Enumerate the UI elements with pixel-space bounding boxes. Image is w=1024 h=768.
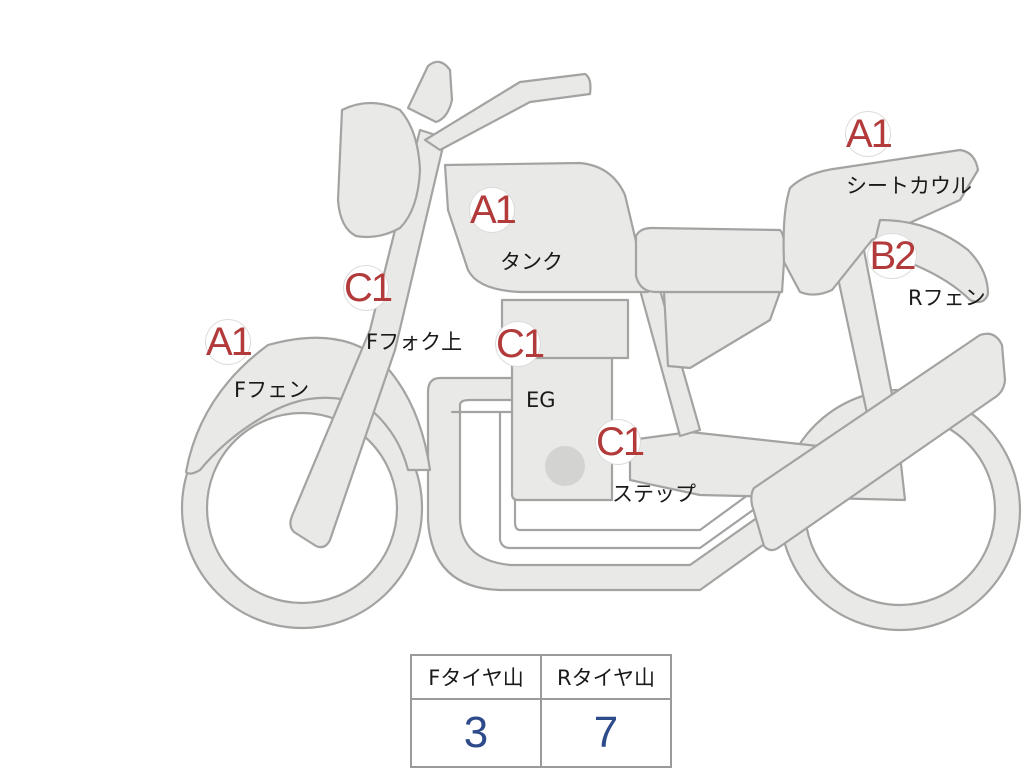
grade-badge-seat-cowl: A1 <box>846 112 893 156</box>
tire-tread-value-row: 3 7 <box>410 698 672 768</box>
front-fork <box>289 128 447 549</box>
tire-tread-table: Fタイヤ山 Rタイヤ山 3 7 <box>410 654 672 768</box>
side-cover <box>662 290 782 370</box>
handlebar <box>423 72 592 152</box>
muffler <box>750 332 1007 552</box>
grade-badge-engine: C1 <box>496 322 545 366</box>
rear-tire-header: Rタイヤ山 <box>540 654 672 700</box>
grade-badge-f-fork-upper: C1 <box>344 266 393 310</box>
part-label-r-fender: Rフェン <box>908 286 986 310</box>
tire-tread-header-row: Fタイヤ山 Rタイヤ山 <box>410 654 672 700</box>
grade-badge-f-fender: A1 <box>206 320 253 364</box>
front-tire-header: Fタイヤ山 <box>410 654 542 700</box>
grade-badge-tank: A1 <box>470 188 517 232</box>
part-label-f-fork-upper: Fフォク上 <box>366 330 463 354</box>
part-label-engine: EG <box>526 388 556 412</box>
part-label-tank: タンク <box>500 250 563 274</box>
mirror <box>406 60 454 124</box>
grade-badge-r-fender: B2 <box>868 234 916 278</box>
part-label-seat-cowl: シートカウル <box>846 174 972 198</box>
grade-badge-step: C1 <box>596 420 645 464</box>
seat <box>634 226 786 294</box>
part-label-step: ステップ <box>612 482 696 506</box>
headlight <box>336 101 422 239</box>
part-label-f-fender: Fフェン <box>234 378 310 402</box>
front-tire-value: 3 <box>410 698 542 768</box>
rear-tire-value: 7 <box>540 698 672 768</box>
